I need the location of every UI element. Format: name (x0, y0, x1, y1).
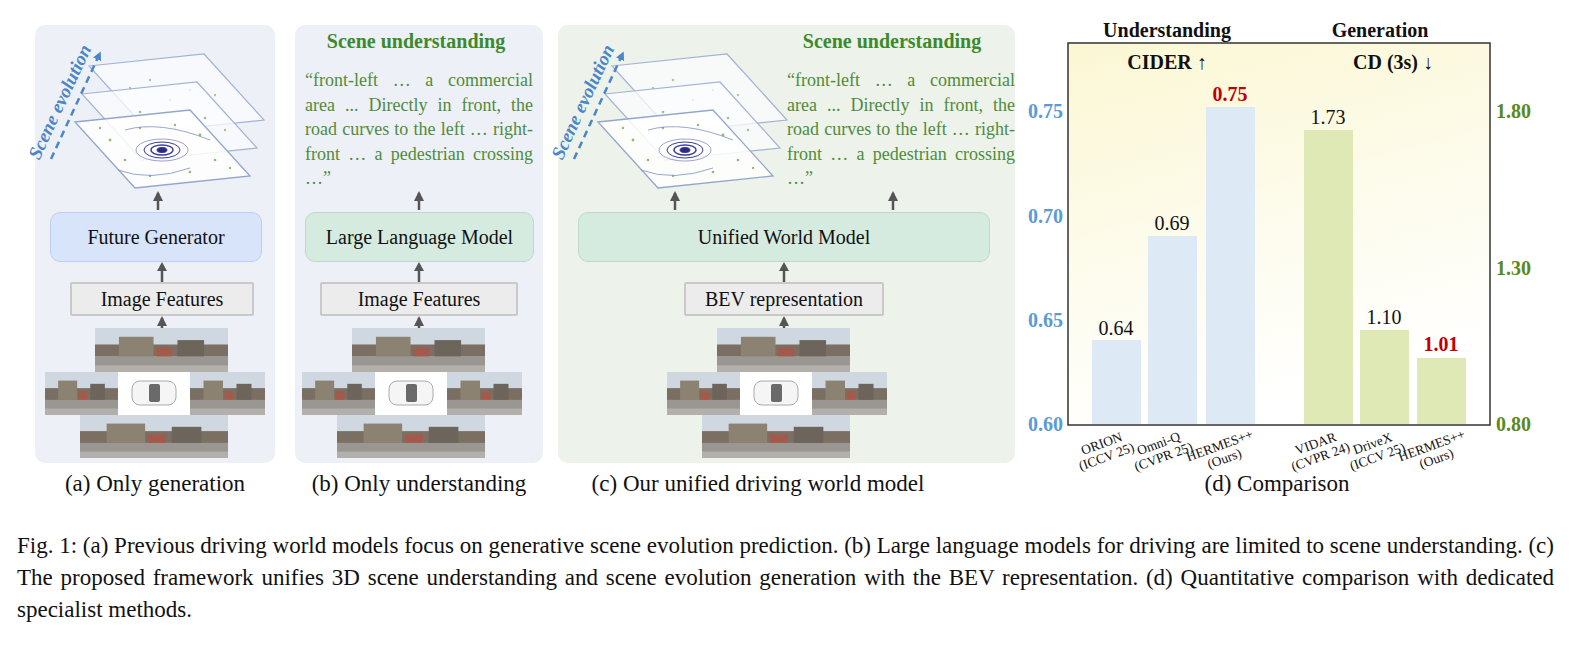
axis-tick: 0.75 (1028, 100, 1063, 123)
section-heading: Scene understanding (327, 30, 505, 53)
box-label: Image Features (101, 288, 224, 311)
quote-text: “front-left … a commercial area ... Dire… (305, 68, 533, 191)
rotated-label: Scene evolution (24, 41, 96, 163)
axis-tick: 1.30 (1496, 257, 1531, 280)
connector-line (161, 270, 164, 282)
axis-tick: 0.80 (1496, 413, 1531, 436)
section-heading: Scene understanding (803, 30, 981, 53)
box-label: Image Features (358, 288, 481, 311)
camera-image (45, 372, 118, 415)
category-label: HERMES++ (Ours) (1181, 426, 1264, 478)
category-label: VIDAR (CVPR 24) (1277, 424, 1360, 476)
axis-tick: 1.80 (1496, 100, 1531, 123)
lidar-trace (125, 127, 210, 140)
process-box: Future Generator (50, 212, 262, 262)
panel-caption: (c) Our unified driving world model (592, 471, 925, 497)
feature-box: BEV representation (684, 282, 884, 316)
figure-caption: Fig. 1: (a) Previous driving world model… (17, 530, 1554, 626)
axis-tick: 0.70 (1028, 205, 1063, 228)
lidar-trace (118, 168, 190, 176)
process-box: Unified World Model (578, 212, 990, 262)
bar-value: 0.69 (1155, 212, 1190, 235)
camera-image (80, 415, 228, 458)
lidar-points (99, 124, 231, 177)
bar-value: 1.73 (1311, 106, 1346, 129)
box-label: Unified World Model (698, 226, 870, 249)
camera-image (190, 372, 265, 415)
car-icon (132, 381, 176, 405)
rotated-label: Scene evolution (547, 41, 619, 163)
car-window (149, 384, 160, 402)
box-label: Large Language Model (326, 226, 513, 249)
panel-caption: (b) Only understanding (312, 471, 527, 497)
box-label: BEV representation (705, 288, 863, 311)
panel-caption: (d) Comparison (1204, 471, 1349, 497)
chart-heading: Generation (1332, 19, 1429, 42)
bar-value: 1.10 (1367, 306, 1402, 329)
box-label: Future Generator (87, 226, 224, 249)
bar-value: 1.01 (1424, 333, 1459, 356)
connector-line (418, 270, 421, 282)
lidar-rings (136, 139, 188, 161)
camera-image (95, 328, 228, 372)
axis-tick: 0.60 (1028, 413, 1063, 436)
axis-tick: 0.65 (1028, 309, 1063, 332)
quote-text: “front-left … a commercial area ... Dire… (787, 68, 1015, 191)
bars (1092, 107, 1466, 424)
feature-box: Image Features (70, 282, 254, 316)
connector-line (783, 270, 786, 282)
bar-value: 0.64 (1099, 317, 1134, 340)
panel-caption: (a) Only generation (65, 471, 245, 497)
car-tile (118, 372, 190, 415)
chart-heading: Understanding (1103, 19, 1231, 42)
metric-label: CD (3s) ↓ (1353, 51, 1433, 74)
feature-box: Image Features (320, 282, 518, 316)
bar-value: 0.75 (1213, 83, 1248, 106)
category-label: HERMES++ (Ours) (1393, 426, 1476, 478)
metric-label: CIDER ↑ (1127, 51, 1206, 74)
chart-frame (1068, 43, 1490, 425)
process-box: Large Language Model (305, 212, 534, 262)
